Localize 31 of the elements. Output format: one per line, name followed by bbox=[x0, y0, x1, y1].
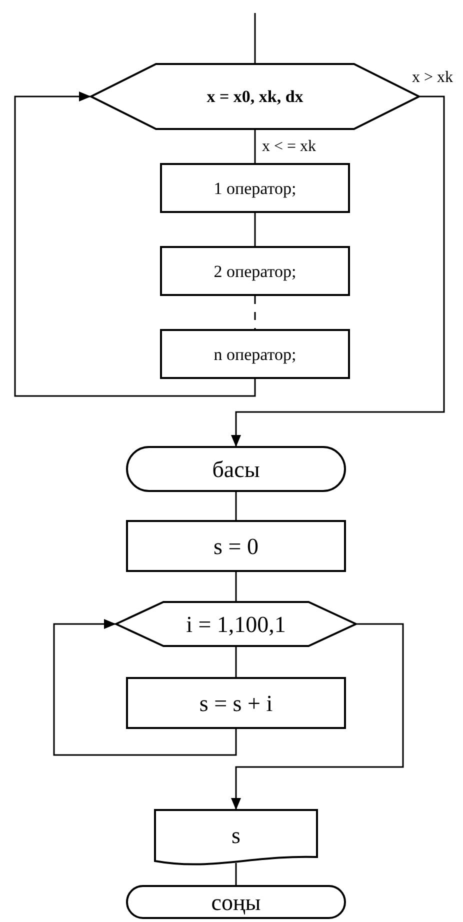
node-text: s = 0 bbox=[214, 534, 258, 558]
process-box bbox=[160, 163, 350, 213]
loop-hexagon bbox=[90, 63, 420, 130]
node-text: x = x0, xk, dx bbox=[206, 88, 304, 105]
process-box bbox=[126, 677, 346, 729]
terminator bbox=[126, 446, 346, 492]
node-text: s = s + i bbox=[199, 692, 273, 714]
connector-line bbox=[235, 863, 237, 885]
connector-line bbox=[231, 96, 445, 447]
node-text: n оператор; bbox=[214, 346, 296, 362]
connector-line bbox=[254, 296, 256, 329]
connector-line bbox=[14, 92, 256, 397]
node-text: басы bbox=[212, 458, 260, 480]
connector-line bbox=[235, 572, 237, 601]
node-text: s bbox=[232, 824, 240, 846]
node-text: 2 оператор; bbox=[214, 262, 296, 280]
process-box bbox=[160, 329, 350, 379]
loop-hexagon bbox=[115, 601, 357, 647]
node-text: соңы bbox=[211, 890, 261, 914]
connector-line bbox=[254, 130, 256, 163]
connector-line bbox=[254, 213, 256, 246]
connector-line bbox=[254, 13, 256, 63]
node-text: i = 1,100,1 bbox=[186, 612, 286, 636]
process-box bbox=[126, 520, 346, 572]
node-text: 1 оператор; bbox=[214, 180, 296, 196]
connector-line bbox=[53, 619, 237, 756]
process-box bbox=[160, 246, 350, 296]
connector-line bbox=[231, 623, 404, 810]
connector-line bbox=[235, 647, 237, 677]
terminator bbox=[126, 885, 346, 919]
connector-line bbox=[235, 492, 237, 520]
